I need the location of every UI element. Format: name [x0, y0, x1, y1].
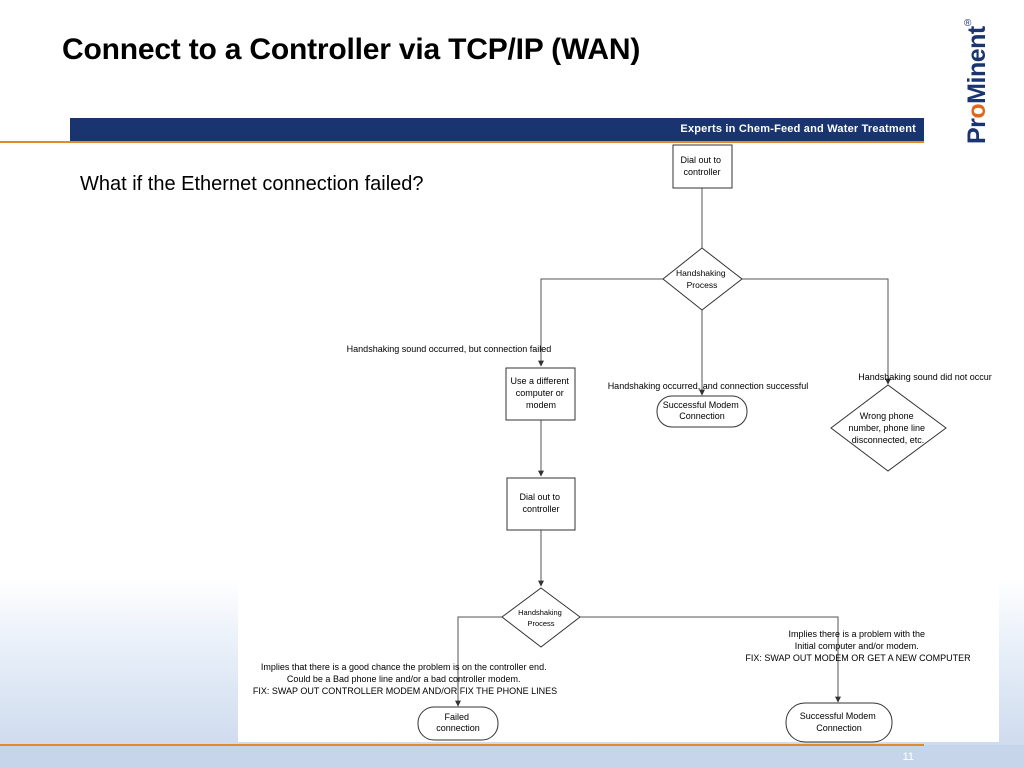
- text-use-different: Use a different computer or modem: [511, 376, 572, 410]
- header-bar: Experts in Chem-Feed and Water Treatment: [70, 118, 924, 141]
- label-right-branch: Handshaking sound did not occur: [858, 372, 992, 382]
- label-computer-end: Implies there is a problem with the Init…: [745, 629, 971, 663]
- node-use-different: [505, 367, 576, 421]
- connector-hand1-left: [538, 278, 663, 367]
- node-failed-connection: [417, 706, 499, 741]
- logo-text-rest: Minent: [963, 25, 991, 104]
- connector-hand2-right: [580, 616, 841, 703]
- slide-subtitle: What if the Ethernet connection failed?: [80, 173, 424, 195]
- label-middle-branch: Handshaking occurred, and connection suc…: [608, 381, 809, 391]
- node-successful-2: [785, 702, 893, 743]
- connector-hand1-right: [742, 278, 891, 385]
- text-handshaking-2: Handshaking Process: [518, 608, 564, 628]
- text-dial-out-2: Dial out to controller: [519, 492, 562, 514]
- text-handshaking-1: Handshaking Process: [676, 268, 728, 290]
- node-wrong-phone: [830, 384, 947, 472]
- label-controller-end: Implies that there is a good chance the …: [253, 662, 557, 696]
- label-left-branch: Handshaking sound occurred, but connecti…: [347, 344, 552, 354]
- text-successful-1: Successful Modem Connection: [663, 400, 742, 421]
- text-successful-2: Successful Modem Connection: [800, 711, 879, 733]
- slide-title: Connect to a Controller via TCP/IP (WAN): [62, 33, 641, 66]
- text-dial-out-1: Dial out to controller: [680, 155, 723, 177]
- connector-hand2-left: [455, 616, 502, 707]
- node-handshaking-1: [662, 247, 743, 311]
- node-dial-out-2: [506, 477, 576, 531]
- footer-bar: [0, 745, 1024, 768]
- text-failed-connection: Failed connection: [436, 712, 480, 733]
- node-handshaking-2: [501, 587, 581, 648]
- logo-text-o: o: [963, 104, 991, 119]
- node-dial-out-1: [672, 144, 733, 189]
- node-successful-1: [656, 395, 748, 428]
- header-tagline: Experts in Chem-Feed and Water Treatment: [680, 123, 916, 135]
- logo-text: ProMinent: [963, 25, 991, 144]
- logo-text-pr: Pr: [963, 118, 991, 144]
- page-number: 11: [902, 751, 914, 763]
- text-wrong-phone: Wrong phone number, phone line disconnec…: [848, 411, 927, 445]
- prominent-logo: ProMinent ®: [963, 18, 991, 144]
- registered-mark: ®: [964, 18, 972, 29]
- header-underline: [0, 141, 924, 143]
- footer-divider: [0, 744, 924, 746]
